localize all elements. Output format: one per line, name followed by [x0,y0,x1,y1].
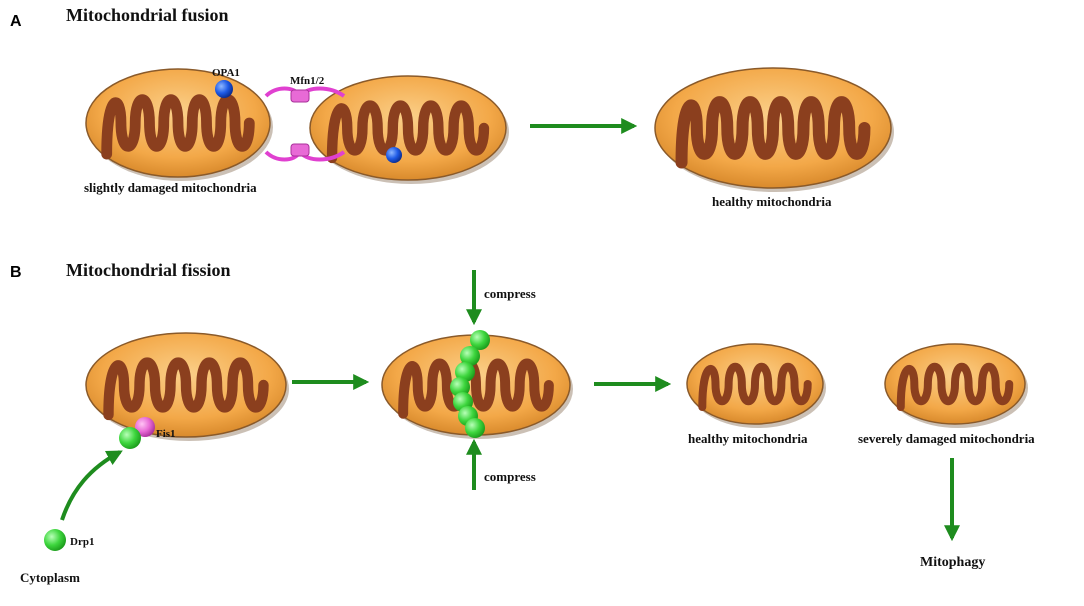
cytoplasm-label: Cytoplasm [20,570,80,585]
mfn-connector-top [264,86,346,103]
mito-b-constrict [381,334,573,439]
severely-damaged-label: severely damaged mitochondria [858,431,1035,446]
mitophagy-label: Mitophagy [920,555,985,570]
panel-b-title: Mitochondrial fission [66,260,231,280]
panel-a-letter: A [10,13,22,30]
panel-a-title: Mitochondrial fusion [66,5,229,25]
fis1-label: Fis1 [156,428,176,440]
compress-label-top: compress [484,286,536,301]
opa1-protein-left [215,80,233,98]
healthy-label-b: healthy mitochondria [688,431,808,446]
drp1-label: Drp1 [70,536,94,548]
healthy-label-a: healthy mitochondria [712,194,832,209]
drp1-recruit-arrow [60,450,123,521]
drp1-ring [450,330,490,438]
mfn-connector-bottom [264,143,346,162]
mito-b-source [85,332,289,441]
mitochondria-layer [85,67,1028,441]
mito-a-left [85,68,273,181]
mfn-label: Mfn1/2 [290,75,325,87]
mito-b-healthy [686,343,826,428]
drp1-cytoplasm [44,529,66,551]
panel-b-letter: B [10,264,22,281]
fis1-protein [135,417,155,437]
mito-b-damaged [884,343,1028,428]
opa1-protein-right [386,147,402,163]
opa1-label: OPA1 [212,67,240,79]
drp1-bound [119,427,141,449]
mito-a-right [309,75,509,184]
slightly-damaged-label: slightly damaged mitochondria [84,180,257,195]
compress-label-bottom: compress [484,469,536,484]
mito-a-fused [654,67,894,192]
